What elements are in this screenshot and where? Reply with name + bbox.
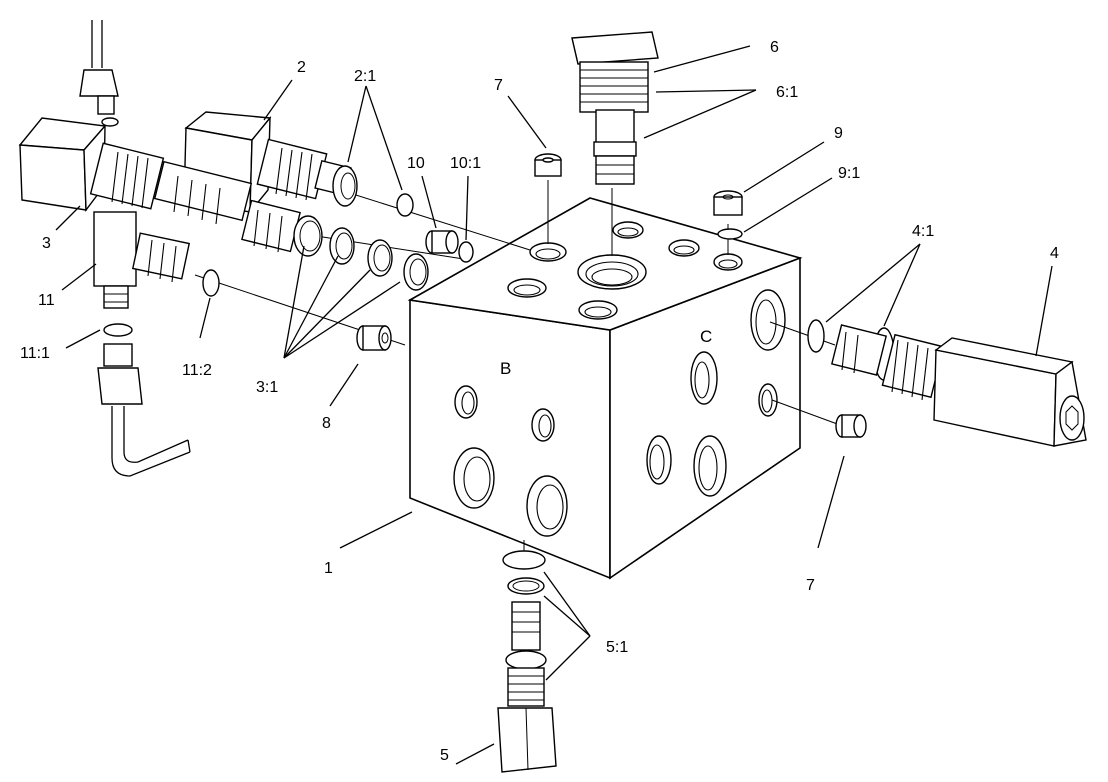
cartridge-3 (18, 117, 301, 253)
callout-10-1: 10:1 (450, 155, 481, 172)
leader-lines (55, 45, 1053, 765)
callout-6-1: 6:1 (776, 84, 798, 101)
callout-11-1: 11:1 (20, 345, 50, 362)
face-label-b: B (500, 359, 511, 378)
plug-8 (356, 325, 392, 351)
callout-4: 4 (1050, 245, 1059, 262)
callout-2: 2 (297, 59, 306, 76)
callout-8: 8 (322, 415, 331, 432)
callout-11: 11 (38, 292, 55, 309)
callout-4-1: 4:1 (912, 223, 934, 240)
callout-labels: 1 2 2:1 3 3:1 4 4:1 5 5:1 6 6:1 7 7 8 9 … (20, 39, 1059, 764)
cartridge-2 (183, 111, 414, 217)
seals-3-1 (293, 215, 429, 291)
callout-11-2: 11:2 (182, 362, 212, 379)
cartridge-5 (497, 550, 557, 773)
callout-5-1: 5:1 (606, 639, 628, 656)
block-face-b (409, 299, 611, 580)
callout-9-1: 9:1 (838, 165, 860, 182)
callout-3: 3 (42, 235, 51, 252)
callout-7-top: 7 (494, 77, 503, 94)
callout-1: 1 (324, 560, 333, 577)
callout-3-1: 3:1 (256, 379, 278, 396)
callout-9: 9 (834, 125, 843, 142)
plug-10 (425, 230, 474, 263)
callout-10: 10 (407, 155, 425, 172)
cartridge-6 (571, 31, 659, 185)
plug-7-right (835, 414, 867, 438)
cartridge-4 (807, 319, 1087, 447)
plug-9 (713, 190, 743, 240)
face-label-c: C (700, 327, 712, 346)
top-ports (507, 221, 743, 320)
callout-2-1: 2:1 (354, 68, 376, 85)
callout-7-right: 7 (806, 577, 815, 594)
manifold-block (407, 197, 803, 580)
face-c-ports (646, 289, 786, 497)
callout-5: 5 (440, 747, 449, 764)
plug-7-top (534, 153, 562, 177)
tee-fitting-11 (93, 211, 191, 309)
callout-6: 6 (770, 39, 779, 56)
tube-upper (79, 20, 119, 127)
tube-lower (97, 323, 191, 477)
seal-11-2 (202, 269, 220, 297)
face-b-ports (453, 385, 568, 537)
